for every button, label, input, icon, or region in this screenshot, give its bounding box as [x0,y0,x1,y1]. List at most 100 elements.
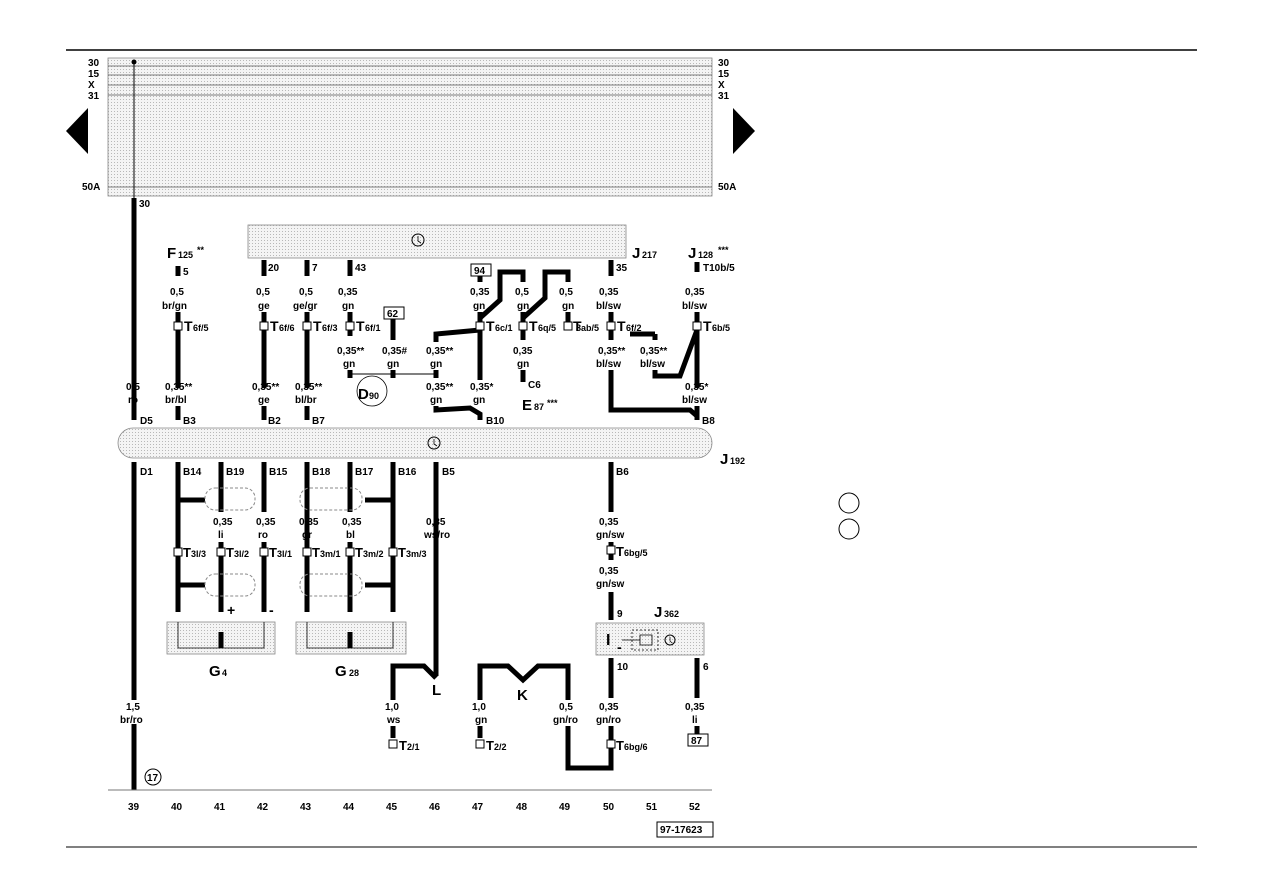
svg-text:gn: gn [475,715,487,726]
svg-text:J: J [720,451,728,468]
wire-label-w25: 0,35 gr [299,517,319,541]
wire-label-w10: 0,35# gn [382,346,407,370]
wire-label-w27: 0,35 ws/ro [423,517,450,541]
svg-text:9: 9 [617,609,623,620]
j362-minus-sign: - [617,639,622,655]
svg-text:41: 41 [214,802,226,813]
connector-c9: T 6b/5 [692,318,730,334]
svg-text:6f/1: 6f/1 [365,323,381,333]
svg-text:***: *** [547,398,558,408]
svg-text:4: 4 [222,668,227,678]
connector-c18: T 2/2 [475,738,507,753]
svg-text:2/1: 2/1 [407,742,420,752]
svg-text:J: J [654,604,662,621]
bus-label-15-right: 15 [718,69,730,80]
svg-text:T: T [183,545,191,560]
wire-label-w11: 0,35** gn [426,346,453,370]
ref-box-87: 87 [687,733,709,747]
svg-text:50: 50 [603,802,615,813]
wire-label-w5: 0,35** ge [252,382,279,406]
svg-text:6c/1: 6c/1 [495,323,513,333]
ref-box-62: 62 [383,306,405,320]
svg-text:52: 52 [689,802,701,813]
ref-box-94: 94 [470,263,492,277]
bus-label-15: 15 [88,69,100,80]
svg-text:T10b/5: T10b/5 [703,263,735,274]
bus-labels-right: 30 15 X 31 50A [718,58,736,193]
connector-c13: T 3m/1 [302,545,341,560]
svg-text:6f/3: 6f/3 [322,323,338,333]
svg-text:0,35**: 0,35** [252,382,279,393]
svg-text:2/2: 2/2 [494,742,507,752]
svg-text:G: G [209,663,221,680]
wire-label-w4: 0,5 ge [256,287,270,312]
wire-label-w7: 0,35** bl/br [295,382,322,406]
svg-text:0,35#: 0,35# [382,346,407,357]
svg-text:B19: B19 [226,467,245,478]
svg-text:125: 125 [178,250,193,260]
next-page-arrow-icon[interactable] [733,108,755,154]
svg-text:B3: B3 [183,416,196,427]
g4-minus-sign: - [269,602,274,618]
svg-text:0,35: 0,35 [338,287,358,298]
wire-label-w6: 0,5 ge/gr [293,287,318,312]
svg-text:T: T [529,318,538,334]
svg-text:T: T [313,318,322,334]
svg-text:6f/5: 6f/5 [193,323,209,333]
svg-text:B14: B14 [183,467,202,478]
svg-text:3m/2: 3m/2 [363,549,384,559]
svg-text:***: *** [718,245,729,255]
svg-text:0,35*: 0,35* [685,382,708,393]
connector-c1: T 6f/5 [173,318,209,334]
prev-page-arrow-icon[interactable] [66,108,88,154]
document-code: 97-17623 [656,821,714,838]
j362-i-mark: I [606,632,610,649]
svg-text:0,35: 0,35 [426,517,446,528]
pin-D5: D5 [140,416,153,427]
svg-text:39: 39 [128,802,140,813]
svg-text:B7: B7 [312,416,325,427]
connector-c17: T 2/1 [388,738,420,753]
svg-text:B8: B8 [702,416,715,427]
svg-text:br/ro: br/ro [120,715,143,726]
bus-bar-panel [107,57,713,197]
fuse-label-left: 50A [82,182,100,193]
svg-text:0,5: 0,5 [126,382,140,393]
component-J192-label: J 192 [720,451,745,468]
svg-text:40: 40 [171,802,183,813]
svg-text:li: li [692,715,698,726]
svg-text:**: ** [197,245,205,255]
svg-text:0,35: 0,35 [299,517,319,528]
svg-text:bl/sw: bl/sw [682,395,707,406]
svg-text:B2: B2 [268,416,281,427]
svg-text:0,35: 0,35 [342,517,362,528]
svg-text:0,35**: 0,35** [640,346,667,357]
svg-text:gn: gn [342,301,354,312]
component-L-label: L [432,682,441,699]
component-E87-label: E 87 *** [522,397,558,414]
svg-text:6bg/5: 6bg/5 [624,548,648,558]
ref-circle-17: 17 [144,768,162,786]
wire-label-w31: 1,0 ws [385,702,401,726]
svg-text:ws: ws [386,715,401,726]
svg-text:T: T [486,318,495,334]
svg-text:E: E [522,397,532,414]
svg-text:gn/ro: gn/ro [553,715,578,726]
wire-label-w30: 1,5 br/ro [120,702,143,726]
svg-text:ro: ro [128,395,138,406]
svg-text:gn: gn [517,359,529,370]
svg-text:gn: gn [473,301,485,312]
svg-text:G: G [335,663,347,680]
svg-text:gn/sw: gn/sw [596,579,625,590]
svg-text:0,35**: 0,35** [165,382,192,393]
component-K-label: K [517,687,528,704]
svg-text:ge: ge [258,301,270,312]
svg-text:B6: B6 [616,467,629,478]
svg-text:1,0: 1,0 [472,702,486,713]
svg-text:gn: gn [430,395,442,406]
svg-text:0,35**: 0,35** [426,382,453,393]
wire-label-w1: 0,5 ro [126,382,140,406]
connector-c2: T 6f/6 [259,318,295,334]
track-numbers: 39 40 41 42 43 44 45 46 47 48 49 50 51 5… [128,802,701,813]
